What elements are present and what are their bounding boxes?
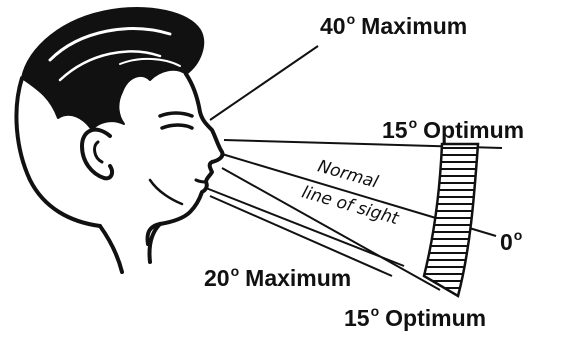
label-15-optimum-upper: 15o Optimum <box>382 116 524 142</box>
eye-brow <box>160 113 192 116</box>
label-15-optimum-lower: 15o Optimum <box>344 304 486 330</box>
label-15-lower-value: 15 <box>344 305 370 331</box>
label-0-value: 0 <box>500 229 513 255</box>
degree-symbol: o <box>347 11 356 27</box>
face-profile <box>148 74 223 244</box>
degree-symbol: o <box>514 227 523 243</box>
neck-back <box>100 226 122 272</box>
line-40-max <box>210 46 318 120</box>
label-20-maximum: 20o Maximum <box>204 264 351 290</box>
label-40-value: 40 <box>320 13 346 39</box>
degree-symbol: o <box>231 263 240 279</box>
label-0-degrees: 0o <box>500 228 522 254</box>
optimum-zone <box>410 144 490 296</box>
head-profile <box>16 8 222 272</box>
label-20-text: Maximum <box>245 265 351 291</box>
label-40-maximum: 40o Maximum <box>320 12 467 38</box>
label-15-upper-value: 15 <box>382 117 408 143</box>
degree-symbol: o <box>371 303 380 319</box>
eye <box>162 125 192 128</box>
label-40-text: Maximum <box>361 13 467 39</box>
ear <box>82 130 112 179</box>
label-20-value: 20 <box>204 265 230 291</box>
label-15-lower-text: Optimum <box>385 305 486 331</box>
ear-inner <box>95 142 102 162</box>
label-15-upper-text: Optimum <box>423 117 524 143</box>
optimum-zone-hatching <box>410 148 490 288</box>
cheek-line <box>150 180 182 204</box>
degree-symbol: o <box>409 115 418 131</box>
